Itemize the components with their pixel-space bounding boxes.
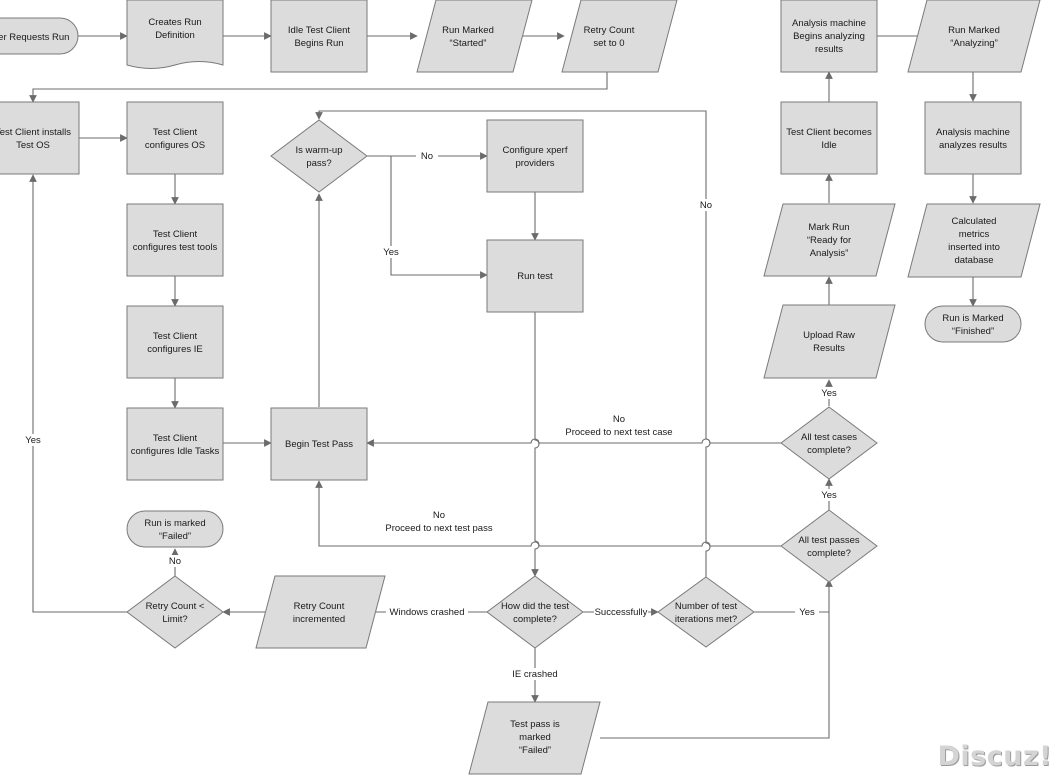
node-run-marked-failed-top-shape bbox=[126, 510, 224, 548]
node-retry-count-set-zero-shape bbox=[561, 0, 678, 73]
node-client-configures-idle-shape bbox=[126, 407, 224, 481]
edge-label-retry-yes: Yes bbox=[25, 435, 41, 446]
node-run-marked-failed-top-label: Run is marked“Failed” bbox=[144, 518, 205, 542]
node-begin-test-pass-shape bbox=[270, 407, 368, 481]
node-run-marked-started-shape bbox=[416, 0, 533, 73]
edge-label-iterations-no: No bbox=[700, 200, 712, 211]
node-analysis-begins-shape bbox=[780, 0, 878, 73]
discuz-watermark: Discuz! bbox=[937, 741, 1052, 772]
edge-passes-no bbox=[315, 480, 781, 547]
node-retry-limit-decision-shape bbox=[126, 575, 224, 649]
node-warmup-decision-shape bbox=[270, 119, 368, 193]
node-begin-test-pass-label: Begin Test Pass bbox=[285, 439, 353, 450]
edge-label-iterations-yes: Yes bbox=[799, 607, 815, 618]
edge-run-to-how bbox=[531, 312, 540, 577]
node-retry-limit-decision-label: Retry Count <Limit? bbox=[146, 601, 205, 625]
edge-label-windows-crashed: Windows crashed bbox=[390, 607, 465, 618]
node-user-requests-run-shape bbox=[0, 17, 79, 55]
edge-label-cases-yes: Yes bbox=[821, 388, 837, 399]
node-run-marked-analyzing-label: Run Marked“Analyzing” bbox=[948, 25, 1000, 49]
node-test-pass-failed-shape bbox=[468, 701, 601, 775]
node-all-passes-decision-shape bbox=[780, 509, 878, 583]
node-upload-raw-results-shape bbox=[763, 304, 896, 379]
edge-warmup-yes bbox=[390, 156, 488, 279]
edge-label-warmup-yes: Yes bbox=[383, 247, 399, 258]
node-run-test-label: Run test bbox=[517, 271, 553, 282]
node-iterations-decision-shape bbox=[657, 576, 755, 648]
edge-label-ie-crashed: IE crashed bbox=[512, 669, 557, 680]
node-run-test-shape bbox=[486, 239, 584, 313]
node-configure-xperf-shape bbox=[486, 119, 584, 193]
node-client-configures-tools-shape bbox=[126, 203, 224, 277]
node-client-installs-os-shape bbox=[0, 101, 80, 175]
edge-label-retry-no: No bbox=[169, 556, 181, 567]
node-idle-client-begins-run-shape bbox=[270, 0, 368, 73]
node-client-becomes-idle-shape bbox=[780, 101, 878, 175]
edge-cases-no bbox=[366, 438, 781, 447]
node-client-configures-ie-shape bbox=[126, 305, 224, 379]
edge-label-successfully: Successfully bbox=[595, 607, 648, 618]
node-retry-incremented-shape bbox=[255, 575, 386, 649]
node-metrics-inserted-shape bbox=[907, 203, 1041, 278]
node-analysis-analyzes-shape bbox=[924, 101, 1022, 175]
edge-failed-to-passes bbox=[600, 612, 830, 739]
node-creates-run-definition-shape bbox=[126, 0, 224, 69]
node-all-cases-decision-shape bbox=[780, 406, 878, 480]
edge-retry0-to-install bbox=[29, 72, 608, 103]
node-run-marked-started-label: Run Marked“Started” bbox=[442, 25, 494, 49]
node-client-configures-os-shape bbox=[126, 101, 224, 175]
edge-limit-yes bbox=[29, 174, 127, 613]
node-mark-ready-analysis-shape bbox=[763, 203, 896, 277]
node-run-marked-analyzing-shape bbox=[907, 0, 1041, 73]
edge-label-warmup-no: No bbox=[421, 151, 433, 162]
node-user-requests-run-label: User Requests Run bbox=[0, 32, 69, 43]
edge-label-passes-yes: Yes bbox=[821, 490, 837, 501]
node-run-finished-shape bbox=[924, 305, 1022, 343]
node-run-finished-label: Run is Marked“Finished” bbox=[942, 313, 1003, 337]
node-how-complete-decision-shape bbox=[486, 575, 584, 649]
